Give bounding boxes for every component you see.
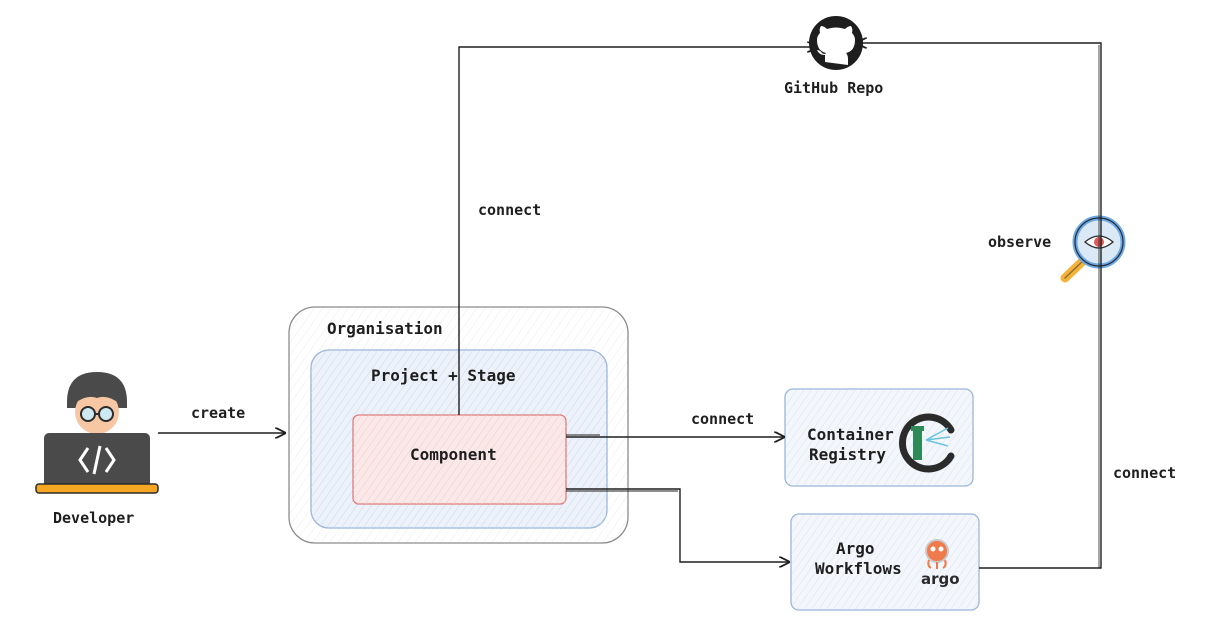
observe-label: observe bbox=[988, 233, 1051, 251]
edge-component-argo bbox=[566, 488, 789, 562]
component-box: Component bbox=[352, 414, 567, 505]
container-registry-box: Container Registry bbox=[784, 388, 974, 487]
developer-laptop-icon bbox=[35, 372, 159, 494]
argo-workflows-label-line1: Argo bbox=[836, 539, 875, 558]
edge-create: create bbox=[158, 404, 285, 433]
container-registry-label-line1: Container bbox=[807, 425, 894, 444]
developer-label: Developer bbox=[53, 509, 134, 527]
edge-connect-github: connect bbox=[458, 47, 817, 415]
project-stage-label: Project + Stage bbox=[371, 366, 516, 385]
argo-logo-text: argo bbox=[921, 570, 960, 588]
argo-logo-icon: argo bbox=[921, 539, 960, 588]
github-octocat-icon bbox=[809, 16, 863, 70]
container-registry-label-line2: Registry bbox=[809, 445, 886, 464]
edge-create-label: create bbox=[191, 404, 245, 422]
edge-connect-registry-label: connect bbox=[691, 410, 754, 428]
organisation-label: Organisation bbox=[327, 319, 443, 338]
github-repo-label: GitHub Repo bbox=[784, 79, 883, 97]
argo-workflows-box: Argo Workflows argo bbox=[790, 513, 980, 611]
edge-connect-registry: connect bbox=[566, 410, 784, 437]
edge-connect-argo-github: connect bbox=[857, 43, 1176, 569]
edge-connect-argo-github-label: connect bbox=[1113, 464, 1176, 482]
edge-connect-github-label: connect bbox=[478, 201, 541, 219]
container-registry-logo-icon bbox=[899, 413, 955, 473]
component-label: Component bbox=[410, 445, 497, 464]
argo-workflows-label-line2: Workflows bbox=[815, 559, 902, 578]
magnifier-eye-icon bbox=[1060, 215, 1126, 283]
